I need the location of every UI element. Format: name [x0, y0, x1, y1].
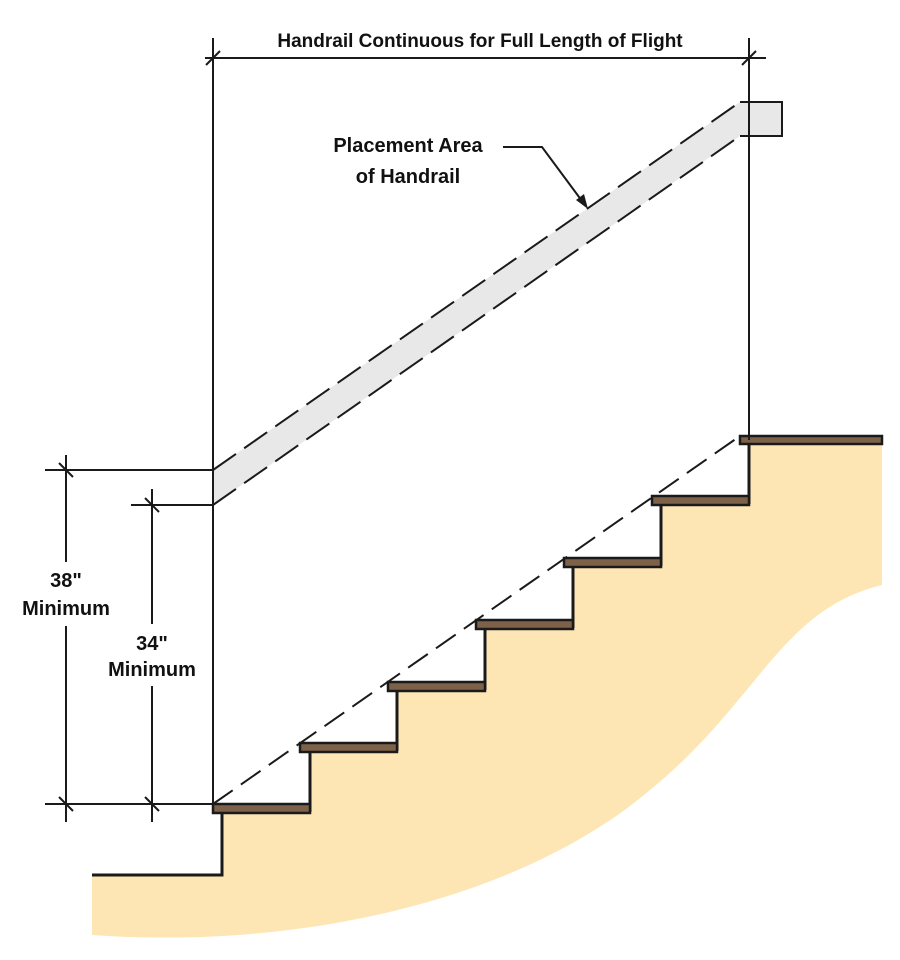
tread-6	[650, 494, 751, 507]
leader-line	[503, 146, 583, 202]
tread-4	[474, 618, 575, 631]
floor-outline	[92, 443, 751, 877]
top-landing	[738, 434, 884, 446]
tick	[741, 50, 757, 66]
dim-38-label: Minimum	[22, 598, 110, 620]
ground-fill	[92, 443, 882, 938]
tread-1	[211, 802, 312, 815]
tick	[58, 462, 74, 478]
tread-2	[298, 741, 399, 754]
tick	[144, 497, 160, 513]
dim-38-value: 38"	[50, 570, 82, 592]
dim-34-value: 34"	[136, 633, 168, 655]
dim-34-label: Minimum	[108, 659, 196, 681]
handrail-placement-area	[213, 102, 782, 505]
nosing-line	[212, 435, 741, 805]
tick	[205, 50, 221, 66]
tick	[58, 796, 74, 812]
tread-3	[386, 680, 487, 693]
leader-arrowhead	[576, 194, 588, 209]
top-dimension-label: Handrail Continuous for Full Length of F…	[277, 31, 683, 52]
handrail-area-outline	[212, 101, 783, 506]
placement-label-line2: of Handrail	[356, 166, 460, 188]
tick	[144, 796, 160, 812]
stair-treads	[211, 434, 884, 815]
tread-5	[562, 556, 663, 569]
placement-label-line1: Placement Area	[333, 135, 483, 157]
